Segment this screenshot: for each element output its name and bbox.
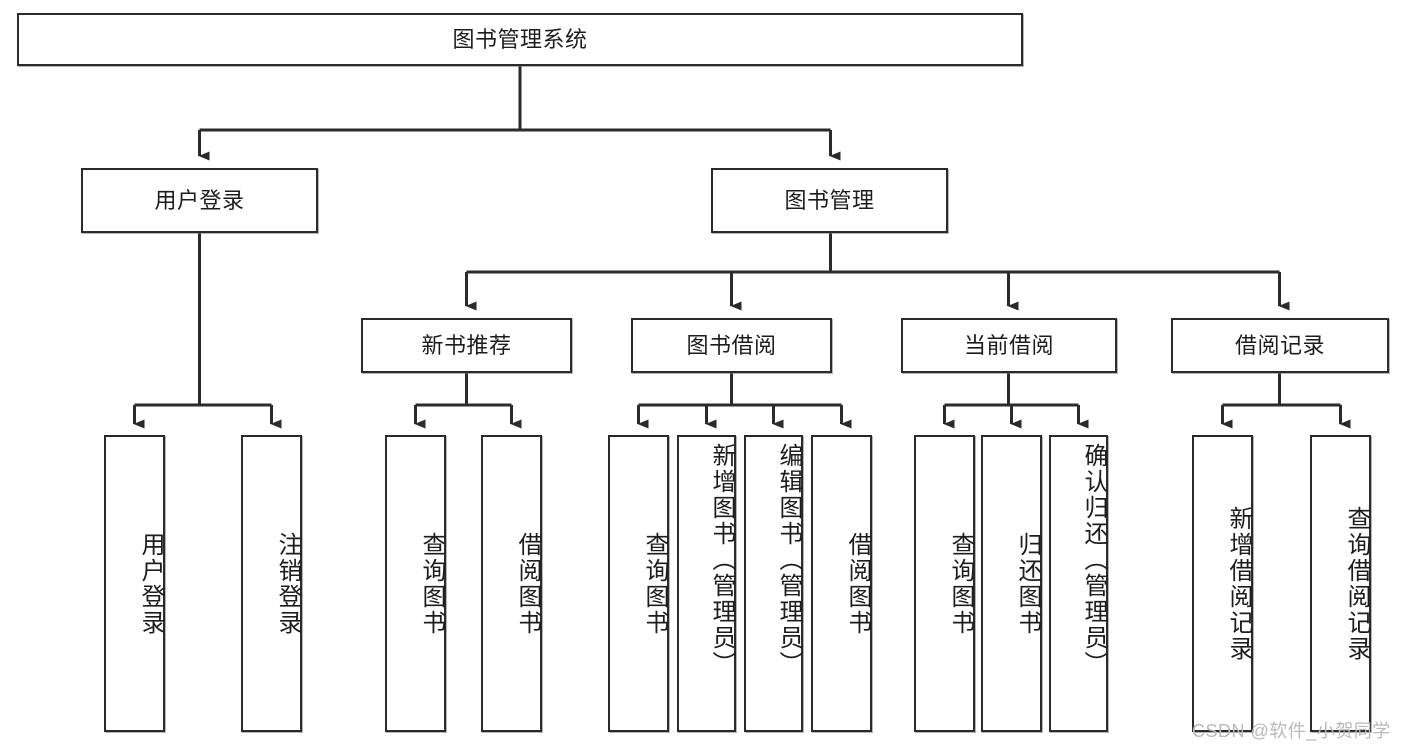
node-query-borrow-record[interactable]: 查询借阅记录 — [1310, 435, 1371, 732]
node-add-borrow-record-label: 新增借阅记录 — [1225, 505, 1252, 662]
node-user-login-label: 用户登录 — [154, 187, 245, 213]
node-new-book-recommend[interactable]: 新书推荐 — [361, 318, 572, 373]
node-query-book-2-label: 查询图书 — [641, 531, 668, 636]
node-current-borrow[interactable]: 当前借阅 — [901, 318, 1117, 373]
node-add-borrow-record[interactable]: 新增借阅记录 — [1192, 435, 1253, 732]
node-root-system-label: 图书管理系统 — [452, 26, 588, 52]
node-confirm-return-admin[interactable]: 确认归还（管理员） — [1049, 435, 1108, 732]
node-return-book-label: 归还图书 — [1014, 531, 1041, 636]
node-query-book-2[interactable]: 查询图书 — [608, 435, 669, 732]
node-add-book-admin-label: 新增图书（管理员） — [708, 443, 735, 677]
node-query-book-3[interactable]: 查询图书 — [914, 435, 975, 732]
node-query-book-1-label: 查询图书 — [418, 531, 445, 636]
node-confirm-return-admin-label: 确认归还（管理员） — [1080, 443, 1107, 677]
node-root-system[interactable]: 图书管理系统 — [17, 13, 1023, 66]
node-add-book-admin[interactable]: 新增图书（管理员） — [677, 435, 736, 732]
node-user-login-do-label: 用户登录 — [137, 531, 164, 636]
node-user-logout-label: 注销登录 — [274, 531, 301, 636]
node-book-manage-label: 图书管理 — [784, 187, 875, 213]
node-user-logout[interactable]: 注销登录 — [241, 435, 302, 732]
node-edit-book-admin[interactable]: 编辑图书（管理员） — [744, 435, 803, 732]
node-query-book-3-label: 查询图书 — [947, 531, 974, 636]
node-new-book-recommend-label: 新书推荐 — [421, 332, 512, 358]
node-edit-book-admin-label: 编辑图书（管理员） — [775, 443, 802, 677]
node-borrow-book-2[interactable]: 借阅图书 — [811, 435, 872, 732]
node-query-borrow-record-label: 查询借阅记录 — [1343, 505, 1370, 662]
node-user-login[interactable]: 用户登录 — [81, 168, 318, 233]
node-borrow-record[interactable]: 借阅记录 — [1171, 318, 1389, 373]
node-book-borrow-label: 图书借阅 — [686, 332, 777, 358]
node-book-borrow[interactable]: 图书借阅 — [631, 318, 832, 373]
node-query-book-1[interactable]: 查询图书 — [385, 435, 446, 732]
node-borrow-book-1-label: 借阅图书 — [514, 531, 541, 636]
node-borrow-book-2-label: 借阅图书 — [844, 531, 871, 636]
node-current-borrow-label: 当前借阅 — [963, 332, 1054, 358]
node-borrow-book-1[interactable]: 借阅图书 — [481, 435, 542, 732]
csdn-watermark: CSDN @软件_小贺同学 — [1192, 721, 1391, 741]
node-return-book[interactable]: 归还图书 — [981, 435, 1042, 732]
node-user-login-do[interactable]: 用户登录 — [104, 435, 165, 732]
node-borrow-record-label: 借阅记录 — [1234, 332, 1325, 358]
node-book-manage[interactable]: 图书管理 — [711, 168, 948, 233]
